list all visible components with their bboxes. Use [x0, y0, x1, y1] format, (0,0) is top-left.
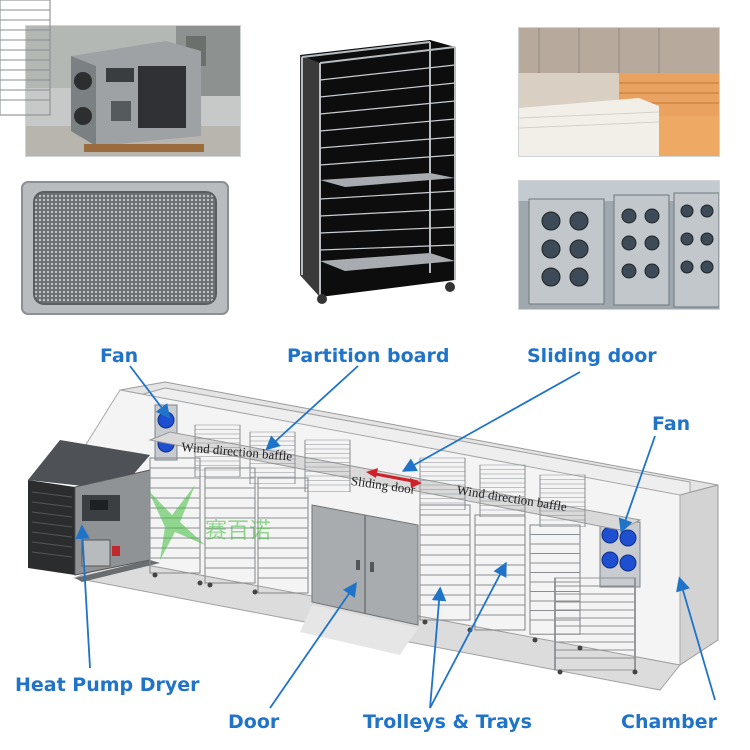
- right-fan-3: [601, 551, 619, 569]
- watermark-logo: [148, 485, 205, 560]
- fan-right-leader: [618, 435, 656, 534]
- chamber-right-wall: [679, 484, 719, 666]
- heat-pump-side: [28, 480, 75, 575]
- heat-pump-dryer-label: Heat Pump Dryer: [15, 674, 200, 696]
- chamber-leader: [676, 576, 716, 701]
- sliding-door-leader: [401, 371, 581, 472]
- chamber-label: Chamber: [621, 711, 717, 733]
- right-fan-2: [619, 529, 637, 547]
- fan-left-label: Fan: [100, 345, 139, 367]
- sliding-door-label: Sliding door: [527, 345, 657, 367]
- trolleys-trays-label: Trolleys & Trays: [363, 711, 532, 733]
- partition-board-leader: [265, 365, 359, 451]
- heat-pump-unit-photo: [25, 25, 241, 157]
- fan-left-leader: [129, 365, 171, 419]
- door-label: Door: [228, 711, 280, 733]
- door-leader: [269, 582, 358, 709]
- trolleys-leader-1: [429, 561, 507, 709]
- watermark-text: 赛百诺: [205, 518, 272, 543]
- partition-board-label: Partition board: [287, 345, 450, 367]
- tray-photo: [18, 178, 232, 318]
- fan-right-label: Fan: [652, 413, 691, 435]
- heat-pump-leader: [75, 524, 91, 669]
- trolleys-leader-2: [429, 586, 447, 709]
- trolley-photo: [290, 35, 465, 305]
- insulation-panels-photo: [518, 27, 720, 157]
- right-fan-4: [619, 554, 637, 572]
- trolley-rows: [0, 0, 636, 671]
- fan-wall-photo: [518, 180, 720, 310]
